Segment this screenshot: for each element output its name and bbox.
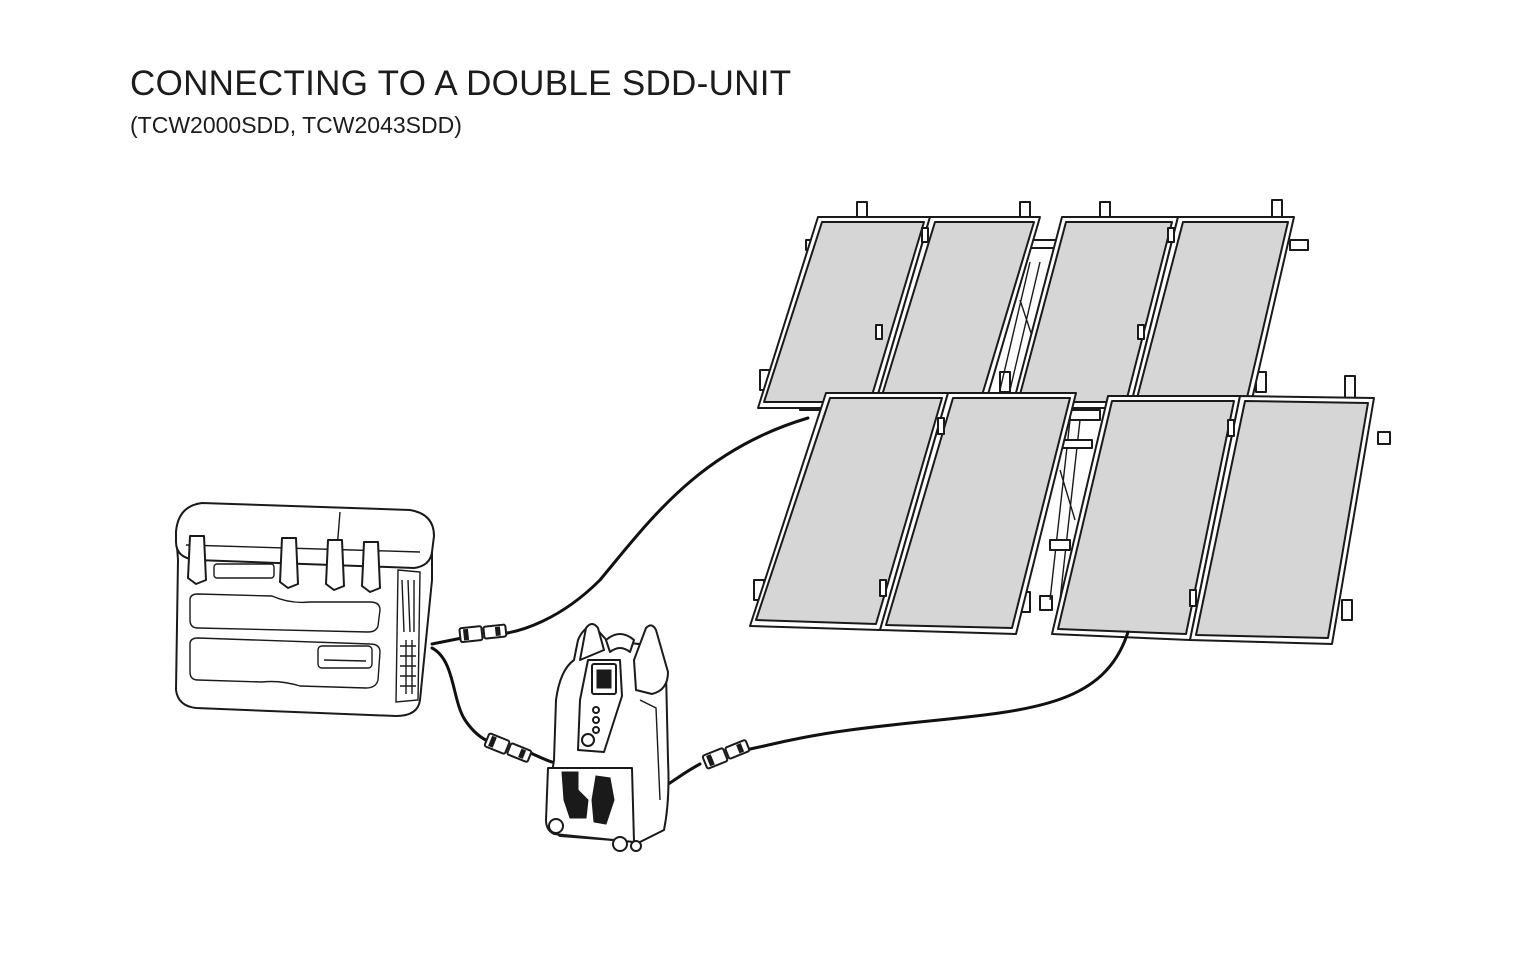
solar-to-cooler-cable (498, 416, 810, 636)
display-screen-inner (596, 669, 612, 689)
panel-clamps (875, 227, 1235, 607)
wheel-icon (548, 818, 564, 834)
cooler-to-station-cable (430, 646, 492, 744)
connector (701, 739, 751, 770)
connector (483, 732, 533, 763)
power-button-icon (581, 733, 595, 747)
solar-panel (885, 397, 1071, 629)
wheel-icon (612, 836, 628, 852)
cable-connectors (458, 623, 751, 770)
solar-panel-array (749, 199, 1391, 645)
power-station (545, 623, 670, 852)
solar-to-station-cable (733, 630, 1130, 754)
solar-panel (1057, 400, 1235, 635)
page-title: CONNECTING TO A DOUBLE SDD-UNIT (130, 64, 792, 103)
page-subtitle: (TCW2000SDD, TCW2043SDD) (130, 112, 462, 138)
connector (458, 623, 508, 644)
solar-panel-back-row (757, 216, 1295, 409)
solar-panel-front-row (749, 392, 1375, 645)
solar-panel (1195, 400, 1369, 639)
cooler-box (175, 502, 435, 717)
solar-panel (755, 397, 943, 625)
cables (430, 416, 1130, 788)
